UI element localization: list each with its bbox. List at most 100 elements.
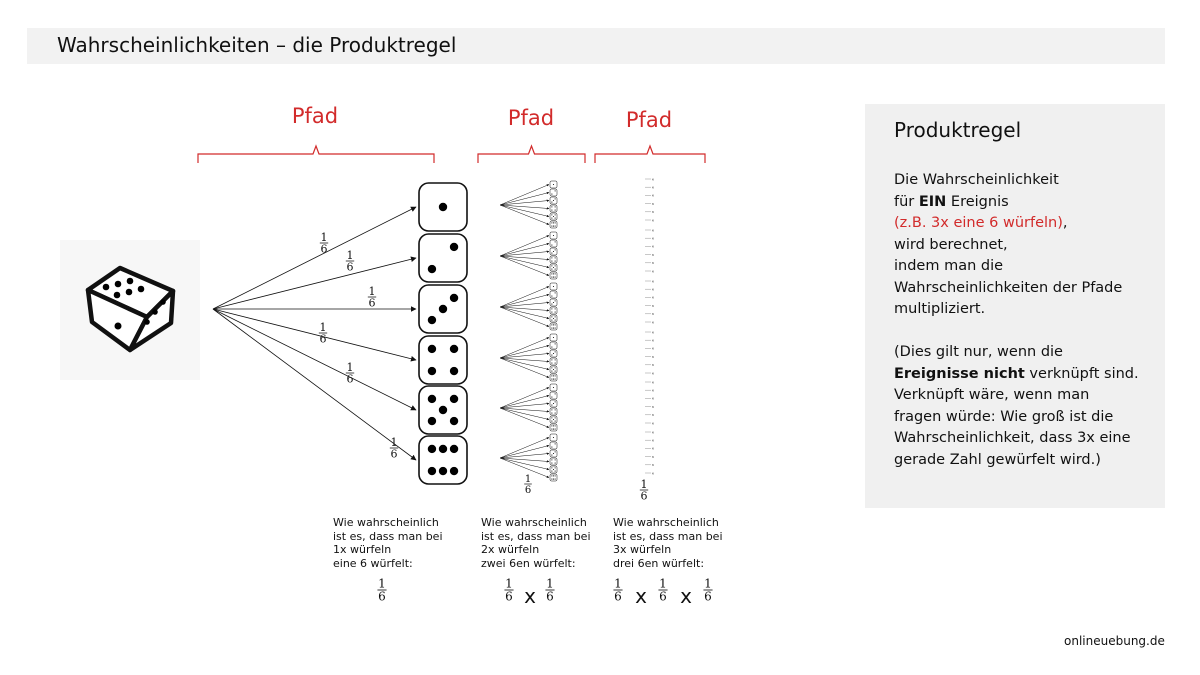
die-pip bbox=[427, 366, 437, 376]
die-face-icon bbox=[549, 441, 558, 450]
die-pip bbox=[427, 264, 437, 274]
micro-fraction: 6 bbox=[652, 330, 654, 334]
panel-line: Ereignisse nicht verknüpft sind. bbox=[894, 364, 1156, 386]
die-face-outline bbox=[549, 341, 558, 350]
fraction-numerator: 1 bbox=[347, 361, 354, 374]
question-line: ist es, dass man bei bbox=[613, 529, 723, 543]
die-pip bbox=[551, 478, 553, 480]
panel-line: (Dies gilt nur, wenn die bbox=[894, 344, 1063, 360]
die-pip bbox=[554, 351, 556, 353]
panel-text: für bbox=[894, 193, 919, 210]
panel-heading: Produktregel bbox=[894, 118, 1022, 142]
die-pip bbox=[554, 225, 556, 227]
die-pip bbox=[449, 366, 459, 376]
die-face-outline bbox=[549, 457, 558, 466]
level2-fan bbox=[499, 180, 558, 229]
die-pip bbox=[102, 283, 110, 291]
die-face-outline bbox=[549, 322, 558, 331]
level2-fan bbox=[499, 383, 558, 432]
die-pip bbox=[137, 285, 145, 293]
panel-line: fragen würde: Wie groß ist die bbox=[894, 408, 1114, 425]
die-face-icon bbox=[549, 433, 558, 442]
tree-branch bbox=[499, 306, 550, 312]
die-pip bbox=[552, 352, 555, 355]
die-pip bbox=[552, 285, 555, 288]
path-brace: Pfad bbox=[594, 108, 706, 163]
tree-branch bbox=[499, 306, 550, 327]
die-pip bbox=[554, 268, 556, 270]
die-face-icon bbox=[549, 365, 558, 374]
die-pip bbox=[551, 295, 553, 297]
die-face-icon bbox=[549, 196, 558, 205]
die-pip bbox=[449, 394, 459, 404]
path-brace-line bbox=[477, 144, 586, 163]
die-pip bbox=[551, 470, 553, 472]
fraction: 16 bbox=[345, 249, 355, 274]
die-face-icon bbox=[549, 212, 558, 221]
micro-fraction: 6 bbox=[652, 261, 654, 265]
die-pip bbox=[552, 478, 555, 480]
die-pip bbox=[438, 405, 448, 415]
fraction-numerator: 1 bbox=[704, 577, 712, 591]
die-face-icon bbox=[549, 391, 558, 400]
fraction-denominator: 6 bbox=[614, 590, 622, 604]
tree-branch bbox=[499, 337, 550, 359]
die-pip bbox=[552, 452, 555, 455]
fraction-denominator: 6 bbox=[320, 333, 327, 346]
die-pip bbox=[551, 327, 553, 329]
die-face-outline bbox=[549, 423, 558, 432]
tree-branch bbox=[499, 191, 550, 206]
tree-branch bbox=[499, 407, 550, 421]
die-pip bbox=[554, 265, 556, 267]
tree-branch bbox=[499, 286, 550, 308]
tree-branch bbox=[499, 357, 550, 378]
die-pip bbox=[427, 315, 437, 325]
die-pip bbox=[554, 393, 556, 395]
die-face-icon bbox=[549, 204, 558, 213]
die-pip bbox=[114, 280, 122, 288]
panel-text: Ereignis bbox=[946, 193, 1009, 210]
micro-fraction: 6 bbox=[652, 347, 654, 351]
die-pip bbox=[449, 444, 459, 454]
die-pip bbox=[551, 425, 553, 427]
micro-fraction: 6 bbox=[652, 245, 654, 249]
die-pip bbox=[554, 459, 556, 461]
die-pip bbox=[152, 309, 158, 315]
die-pip bbox=[554, 467, 556, 469]
panel-line: multipliziert. bbox=[894, 301, 986, 317]
panel-text: verknüpft sind. bbox=[1024, 365, 1139, 382]
die-pip bbox=[551, 257, 553, 259]
die-pip bbox=[554, 214, 556, 216]
fraction: 16 bbox=[345, 361, 355, 386]
tree-branch bbox=[499, 352, 550, 359]
die-pip bbox=[551, 222, 553, 224]
die-pip bbox=[552, 222, 555, 224]
micro-fraction: 6 bbox=[652, 463, 654, 467]
die-pip bbox=[554, 475, 556, 477]
die-pip bbox=[551, 268, 553, 270]
panel-line: Wahrscheinlichkeit, dass 3x eine bbox=[894, 430, 1131, 446]
die-face-icon bbox=[549, 255, 558, 264]
die-pip bbox=[554, 425, 556, 427]
die-face-icon bbox=[549, 239, 558, 248]
micro-fraction: 6 bbox=[652, 202, 654, 206]
micro-fraction: 6 bbox=[652, 186, 654, 190]
die-pip bbox=[551, 193, 553, 195]
tree-branch bbox=[499, 235, 550, 257]
fraction-numerator: 1 bbox=[641, 478, 648, 491]
die-pip bbox=[449, 466, 459, 476]
die-pip bbox=[552, 183, 555, 186]
die-pip bbox=[552, 428, 555, 430]
die-pip bbox=[554, 362, 556, 364]
die-pip bbox=[126, 277, 134, 285]
die-pip bbox=[427, 344, 437, 354]
die-face-outline bbox=[549, 473, 558, 482]
die-pip bbox=[554, 241, 556, 243]
panel-line: (z.B. 3x eine 6 würfeln), bbox=[894, 213, 1156, 235]
times-sign: x bbox=[680, 584, 692, 608]
tree-branch bbox=[499, 204, 550, 225]
times-sign: x bbox=[524, 584, 536, 608]
tree-branch bbox=[499, 344, 550, 359]
micro-fraction: 6 bbox=[652, 371, 654, 375]
